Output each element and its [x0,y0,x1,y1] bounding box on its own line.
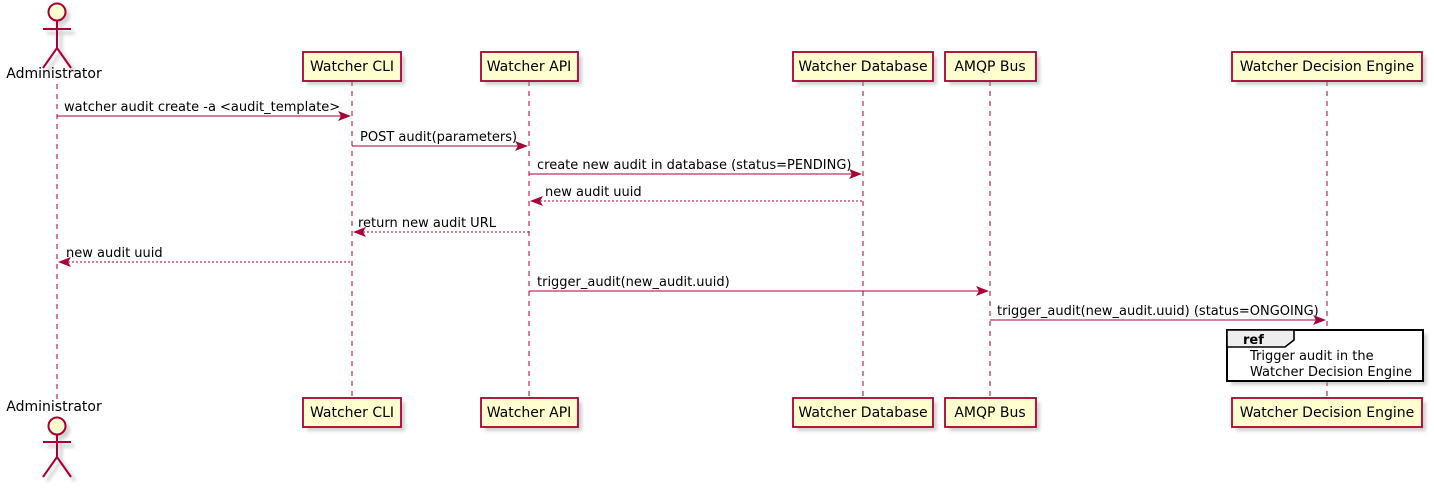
participant-label: Watcher CLI [310,405,394,421]
message-4-new-audit-uuid-return: new audit uuid [530,185,863,206]
message-1-audit-create: watcher audit create -a <audit_template> [57,100,351,121]
participant-box [480,397,579,428]
arrowhead-left-icon [58,257,71,267]
message-5-return-audit-url: return new audit URL [353,216,529,237]
message-label: new audit uuid [66,246,163,261]
arrowhead-right-icon [338,111,351,121]
message-7-trigger-audit: trigger_audit(new_audit.uuid) [529,275,989,296]
participant-box [1231,397,1423,428]
message-label: trigger_audit(new_audit.uuid) (status=ON… [997,304,1319,319]
participant-label: Watcher CLI [310,59,394,75]
message-label: create new audit in database (status=PEN… [537,158,852,173]
actor-head [47,2,67,22]
participant-label: AMQP Bus [954,405,1025,421]
participant-label: Watcher API [487,59,572,75]
participant-box [480,51,579,82]
actor-body [42,435,72,478]
arrowhead-right-icon [515,141,528,151]
participant-bottom-watcher-cli: Watcher CLI [302,397,405,431]
participant-bottom-watcher-api: Watcher API [480,397,582,431]
participant-box [302,397,402,428]
participant-box [944,397,1037,428]
participant-label: Watcher Decision Engine [1240,59,1414,75]
participant-label: Watcher Decision Engine [1240,405,1414,421]
participant-box [792,51,934,82]
message-label: new audit uuid [545,185,642,200]
participant-box [944,51,1037,82]
ref-fragment: ref Trigger audit in the Watcher Decisio… [1226,329,1427,385]
actor-administrator-bottom: Administrator [6,399,102,482]
participant-top-watcher-cli: Watcher CLI [302,51,405,85]
ref-text-line2: Watcher Decision Engine [1250,365,1412,380]
actor-administrator-top: Administrator [6,2,102,82]
arrowhead-right-icon [849,169,862,179]
participant-box [1231,51,1423,82]
participant-label: Watcher Database [798,59,927,75]
message-label: return new audit URL [358,216,497,231]
message-8-trigger-audit-ongoing: trigger_audit(new_audit.uuid) (status=ON… [990,304,1326,325]
actor-label-top: Administrator [6,66,102,82]
ref-header-pentagon [1226,329,1295,348]
participant-box [792,397,934,428]
arrowhead-left-icon [353,227,366,237]
participant-top-amqp-bus: AMQP Bus [944,51,1040,85]
lifelines [56,81,1328,399]
message-2-post-audit: POST audit(parameters) [352,130,528,151]
actor-body [42,21,72,69]
participant-top-watcher-decision-engine: Watcher Decision Engine [1231,51,1426,85]
message-label: trigger_audit(new_audit.uuid) [537,275,730,290]
actor-label-bottom: Administrator [6,399,102,415]
message-label: POST audit(parameters) [360,130,517,145]
ref-text-line1: Trigger audit in the [1249,349,1374,364]
participant-label: Watcher Database [798,405,927,421]
message-3-create-audit-db: create new audit in database (status=PEN… [529,158,862,179]
participant-top-watcher-api: Watcher API [480,51,582,85]
message-6-new-audit-uuid-to-admin: new audit uuid [58,246,352,267]
message-label: watcher audit create -a <audit_template> [64,100,340,115]
participant-label: Watcher API [487,405,572,421]
participant-box [302,51,402,82]
ref-keyword: ref [1243,333,1264,348]
actor-head [47,416,67,436]
participant-bottom-amqp-bus: AMQP Bus [944,397,1040,431]
arrowhead-right-icon [976,286,989,296]
participant-label: AMQP Bus [954,59,1025,75]
arrowhead-left-icon [530,196,543,206]
arrowhead-right-icon [1313,315,1326,325]
participant-top-watcher-database: Watcher Database [792,51,937,85]
participant-bottom-watcher-database: Watcher Database [792,397,937,431]
participant-bottom-watcher-decision-engine: Watcher Decision Engine [1231,397,1426,431]
